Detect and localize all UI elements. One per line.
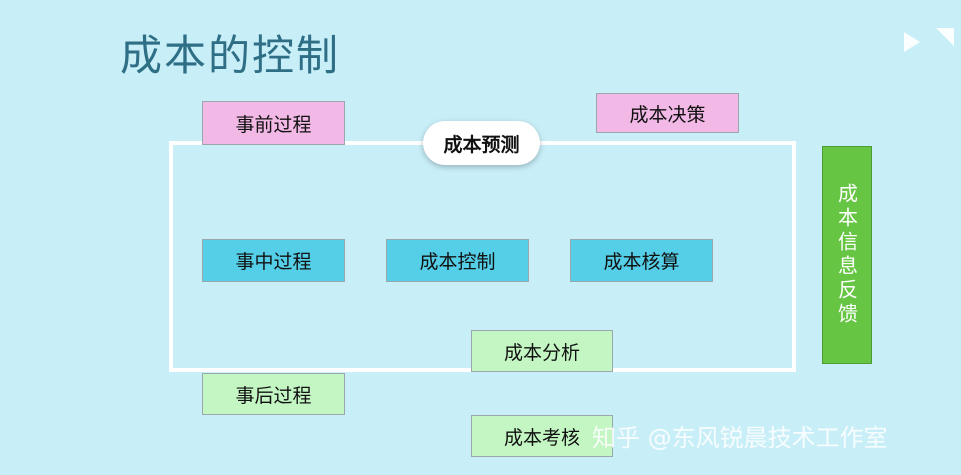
cost-assessment-box: 成本考核 bbox=[471, 415, 613, 457]
cost-decision-label: 成本决策 bbox=[629, 103, 706, 126]
cost-analysis-box: 成本分析 bbox=[471, 330, 613, 372]
cost-feedback-bar: 成本信息反馈 bbox=[822, 146, 872, 364]
slide-title: 成本的控制 bbox=[120, 31, 341, 80]
cost-analysis-label: 成本分析 bbox=[503, 341, 580, 364]
cost-accounting-label: 成本核算 bbox=[603, 251, 680, 273]
play-next-icon[interactable] bbox=[900, 24, 958, 64]
cost-accounting-box: 成本核算 bbox=[570, 239, 713, 282]
cost-forecast-pill: 成本预测 bbox=[423, 121, 540, 165]
in-process-label: 事中过程 bbox=[235, 251, 312, 273]
cost-feedback-label: 成本信息反馈 bbox=[834, 183, 859, 327]
pre-process-box: 事前过程 bbox=[202, 101, 345, 145]
pre-process-label: 事前过程 bbox=[235, 113, 312, 136]
in-process-box: 事中过程 bbox=[202, 239, 345, 282]
cost-forecast-label: 成本预测 bbox=[443, 133, 520, 156]
watermark: 知乎 @东风锐晨技术工作室 bbox=[592, 424, 888, 452]
cost-control-label: 成本控制 bbox=[419, 251, 496, 273]
post-process-label: 事后过程 bbox=[235, 384, 312, 407]
post-process-box: 事后过程 bbox=[202, 373, 345, 415]
cost-decision-box: 成本决策 bbox=[596, 93, 739, 133]
cost-assessment-label: 成本考核 bbox=[503, 426, 580, 449]
cost-control-box: 成本控制 bbox=[386, 239, 529, 282]
